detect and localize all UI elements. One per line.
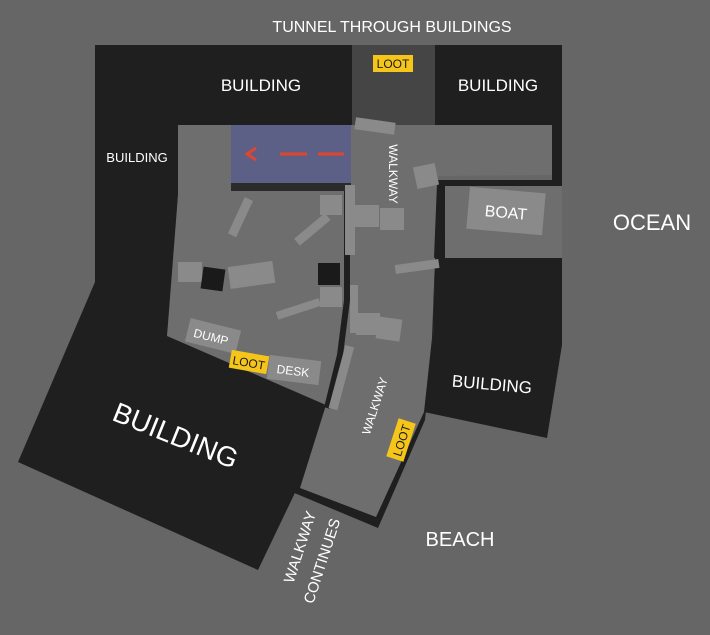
crate — [318, 263, 340, 285]
label-building-top-left: BUILDING — [221, 76, 301, 95]
obstacle — [227, 260, 276, 289]
building-block-right — [424, 258, 562, 438]
obstacle — [275, 298, 322, 320]
obstacle — [412, 162, 440, 190]
walkway-right-wall — [434, 183, 445, 259]
obstacle — [294, 213, 331, 246]
obstacle — [355, 205, 379, 227]
obstacle — [375, 316, 403, 342]
boat-hull — [466, 186, 546, 236]
label-building-left: BUILDING — [106, 150, 167, 165]
loot-top-text: LOOT — [377, 57, 410, 71]
obstacle — [394, 258, 440, 275]
obstacle — [328, 345, 355, 411]
loot-walkway-box — [386, 418, 416, 462]
loot-middle: LOOT — [228, 349, 270, 375]
arrow-head — [244, 146, 257, 162]
label-building-top-right: BUILDING — [458, 76, 538, 95]
obstacle — [178, 262, 202, 282]
loot-middle-text: LOOT — [232, 353, 267, 373]
obstacle — [356, 313, 380, 335]
loot-middle-box — [228, 349, 270, 375]
label-tunnel: TUNNEL THROUGH BUILDINGS — [272, 19, 511, 36]
building-block-big — [18, 282, 337, 570]
obstacle — [350, 285, 358, 333]
label-ocean: OCEAN — [613, 210, 691, 235]
obstacle — [227, 197, 253, 238]
obstacle — [380, 208, 404, 230]
label-walkway-upper: WALKWAY — [386, 144, 400, 204]
obstacle — [354, 117, 396, 135]
dump-box — [184, 318, 242, 354]
blue-zone-shadow — [231, 183, 351, 191]
crate — [200, 266, 226, 292]
obstacle — [345, 185, 355, 255]
loot-top: LOOT — [373, 55, 413, 72]
desk-box — [266, 354, 322, 386]
building-block-top-left — [95, 45, 352, 340]
obstacle — [320, 287, 342, 307]
obstacles — [178, 117, 546, 411]
label-beach: BEACH — [426, 529, 495, 551]
obstacle — [320, 195, 342, 215]
loot-top-box — [373, 55, 413, 72]
building-block-top-right — [435, 45, 562, 180]
label-boat: BOAT — [484, 203, 528, 224]
label-desk: DESK — [276, 362, 310, 380]
